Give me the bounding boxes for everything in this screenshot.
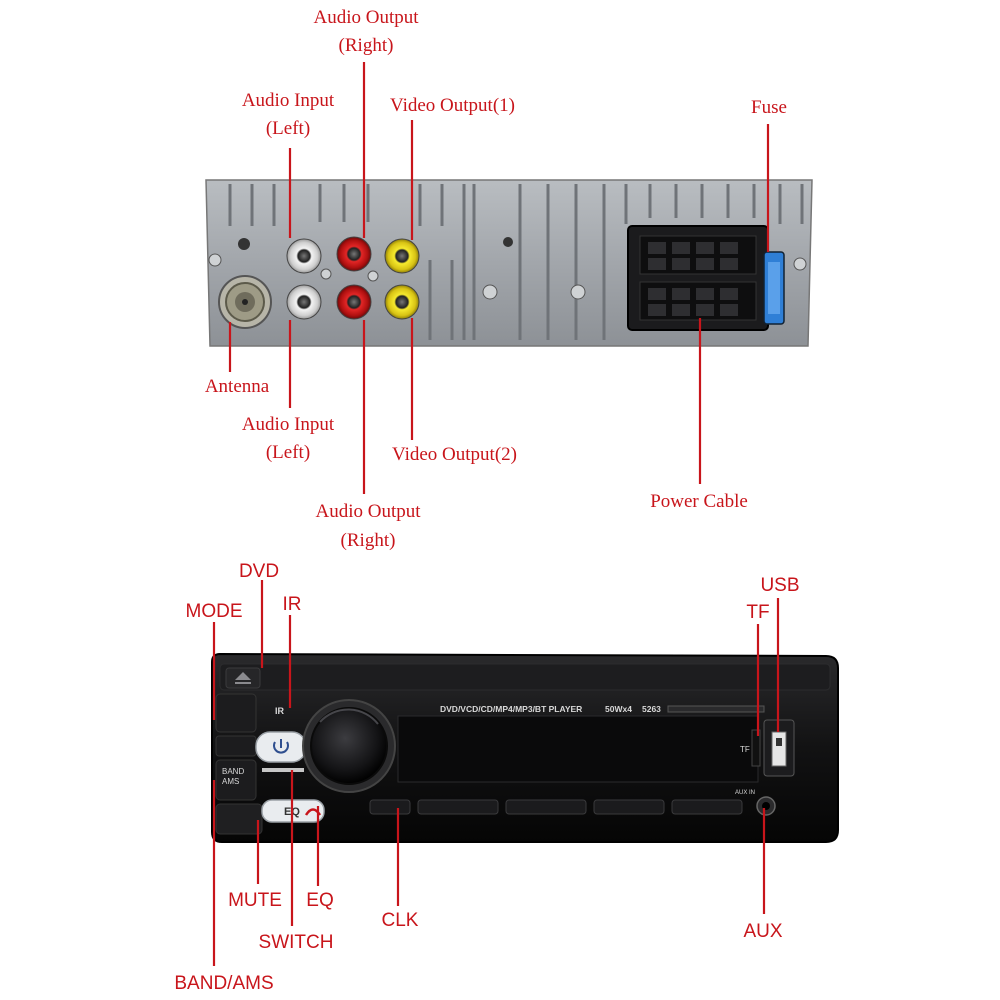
rear-panel xyxy=(205,179,813,347)
label-video-output-1: Video Output(1) xyxy=(390,95,515,116)
screw xyxy=(570,284,586,300)
label-ir: IR xyxy=(283,594,302,615)
power-connector xyxy=(627,225,769,331)
aux-in-mark: AUX IN xyxy=(735,790,755,796)
screw xyxy=(320,268,332,280)
rca-audio-input-left-bottom xyxy=(286,284,322,320)
aux-jack[interactable] xyxy=(756,796,776,816)
label-audio-output-right-bottom-line2: (Right) xyxy=(341,530,396,551)
front-labels: DVD MODE IR USB TF MUTE EQ SWITCH CLK AU… xyxy=(174,561,799,994)
preset-button[interactable] xyxy=(671,799,743,815)
screw xyxy=(793,257,807,271)
power-rating: 50Wx4 xyxy=(605,704,632,714)
band-ams-button[interactable] xyxy=(215,759,257,801)
screw xyxy=(482,284,498,300)
model-line: DVD/VCD/CD/MP4/MP3/BT PLAYER xyxy=(440,704,582,714)
antenna-socket xyxy=(218,275,272,329)
label-audio-output-right-top-line1: Audio Output xyxy=(313,7,419,28)
disc-slot xyxy=(667,705,765,713)
tf-mark: TF xyxy=(740,745,750,754)
label-audio-input-left-bottom-line1: Audio Input xyxy=(242,414,335,435)
label-antenna: Antenna xyxy=(205,376,270,397)
heatsink-fins xyxy=(228,184,804,340)
fuse xyxy=(763,251,785,325)
label-aux: AUX xyxy=(743,921,782,942)
tf-slot[interactable] xyxy=(751,729,761,767)
model-number: 5263 xyxy=(642,704,661,714)
preset-button[interactable] xyxy=(593,799,665,815)
screw xyxy=(367,270,379,282)
label-tf: TF xyxy=(746,602,769,623)
volume-knob[interactable] xyxy=(302,699,396,793)
eject-icon[interactable] xyxy=(225,667,261,689)
mode-button[interactable] xyxy=(215,693,257,733)
label-power-cable: Power Cable xyxy=(650,491,748,512)
rear-labels: Audio Output (Right) Audio Input (Left) … xyxy=(205,7,787,551)
top-strip xyxy=(219,663,831,691)
power-icon xyxy=(273,739,289,754)
label-dvd: DVD xyxy=(239,561,279,582)
label-audio-input-left-bottom-line2: (Left) xyxy=(266,442,310,463)
label-audio-output-right-bottom-line1: Audio Output xyxy=(315,501,421,522)
label-video-output-2: Video Output(2) xyxy=(392,444,517,465)
preset-button[interactable] xyxy=(417,799,499,815)
left-blank-button[interactable] xyxy=(215,735,257,757)
label-mode: MODE xyxy=(186,601,243,622)
rca-audio-input-left-top xyxy=(286,238,322,274)
power-button[interactable] xyxy=(255,731,307,763)
label-usb: USB xyxy=(760,575,799,596)
rca-video-output-2 xyxy=(384,284,420,320)
front-panel: BAND AMS IR EQ DVD/VCD/CD/MP4/MP3/B xyxy=(211,652,839,843)
ams-mark: AMS xyxy=(222,777,239,786)
front-leader-lines xyxy=(212,580,780,966)
mount-hole xyxy=(503,237,513,247)
rca-audio-output-right-top xyxy=(336,236,372,272)
preset-buttons xyxy=(369,799,743,815)
preset-button-clk[interactable] xyxy=(369,799,411,815)
usb-port[interactable] xyxy=(763,719,795,777)
label-switch: SWITCH xyxy=(259,932,334,953)
label-audio-input-left-top-line2: (Left) xyxy=(266,118,310,139)
mute-button[interactable] xyxy=(215,803,263,835)
display-window xyxy=(397,715,759,783)
mount-hole xyxy=(238,238,250,250)
label-mute: MUTE xyxy=(228,890,282,911)
band-mark: BAND xyxy=(222,767,244,776)
preset-button[interactable] xyxy=(505,799,587,815)
rear-leader-lines xyxy=(228,62,770,494)
label-audio-input-left-top-line1: Audio Input xyxy=(242,90,335,111)
switch-strip xyxy=(262,768,304,772)
rca-audio-output-right-bottom xyxy=(336,284,372,320)
label-clk: CLK xyxy=(382,910,419,931)
screw xyxy=(208,253,222,267)
ir-mark: IR xyxy=(275,706,285,716)
label-band-ams: BAND/AMS xyxy=(174,973,273,994)
rca-video-output-1 xyxy=(384,238,420,274)
label-eq: EQ xyxy=(306,890,333,911)
label-fuse: Fuse xyxy=(751,97,787,118)
rca-jacks xyxy=(286,236,420,320)
label-audio-output-right-top-line2: (Right) xyxy=(339,35,394,56)
